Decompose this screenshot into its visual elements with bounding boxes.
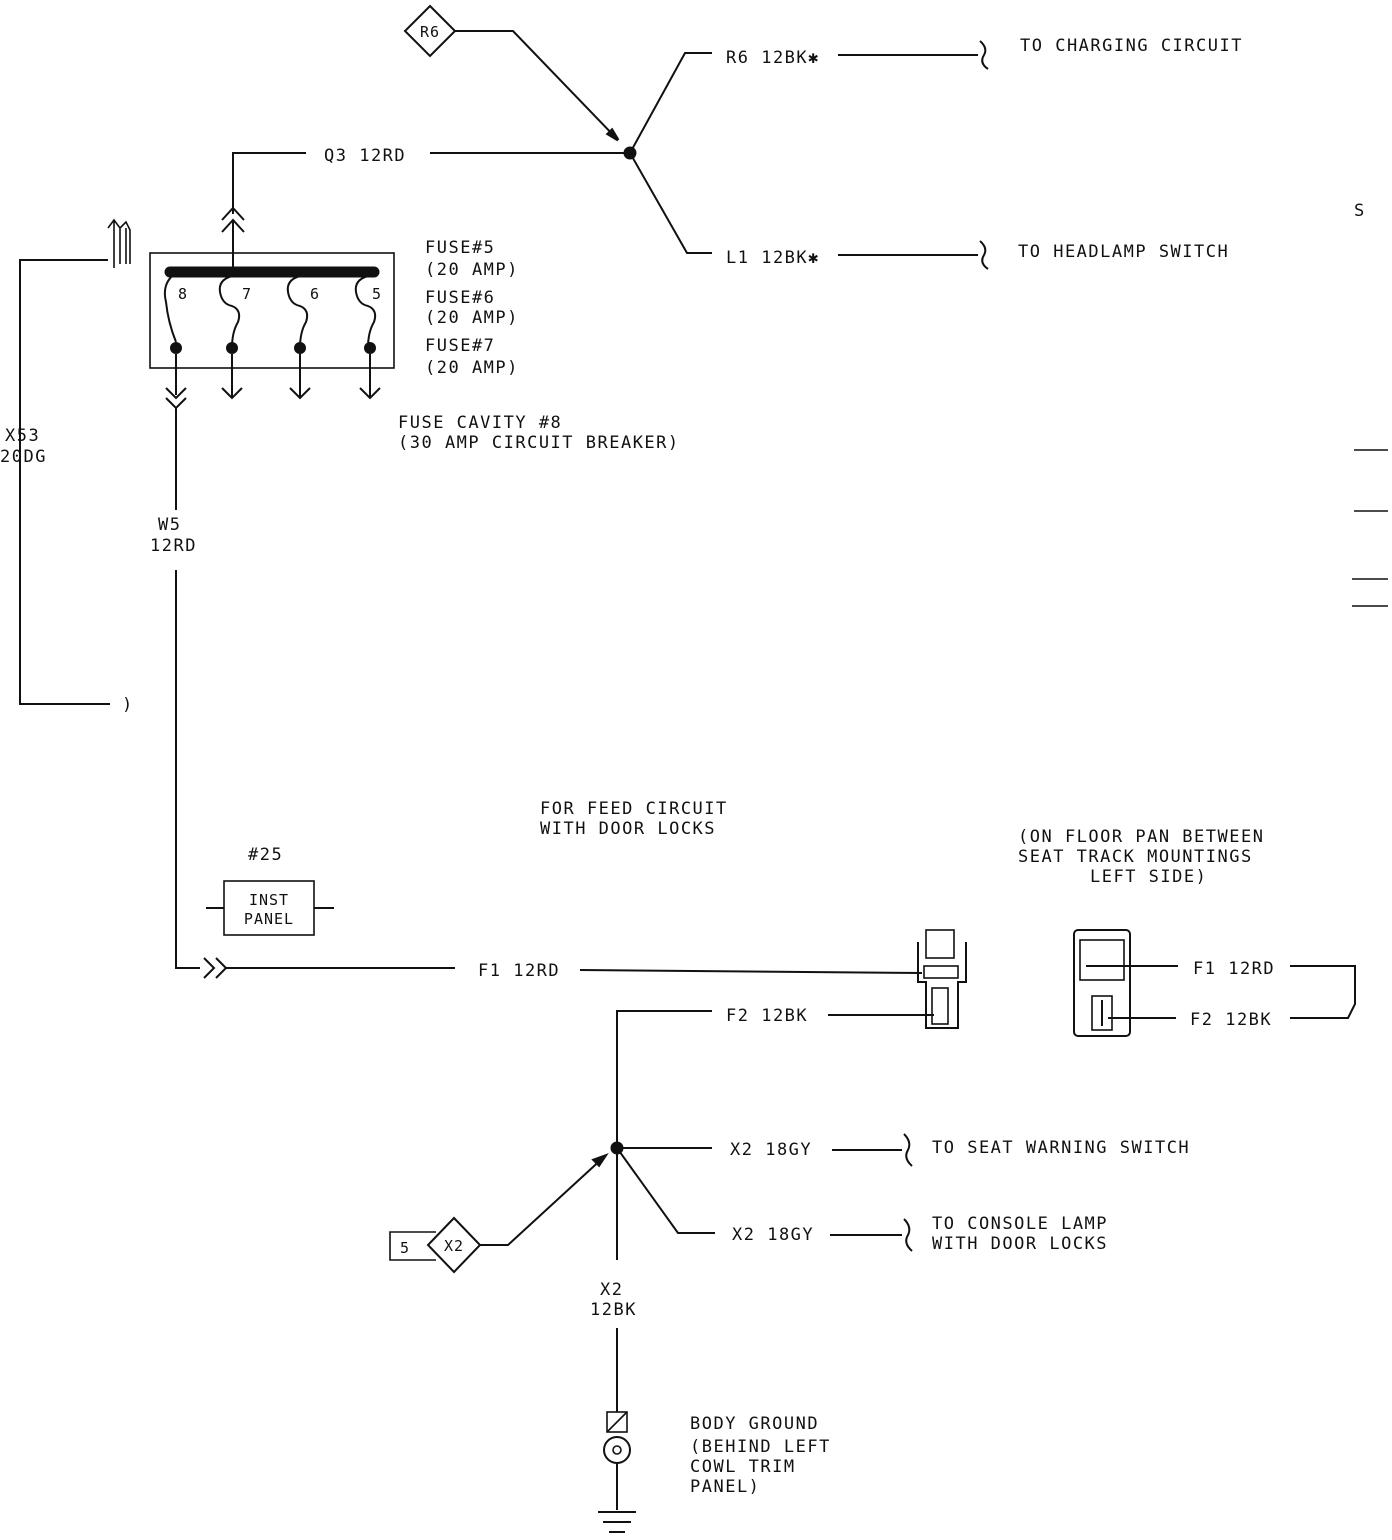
r6-splice-diamond: R6 [403,4,457,58]
x53-connector [107,218,131,268]
x53-wire [19,259,110,705]
x2-console-continue-symbol [903,1218,913,1252]
x2-seat-continue-symbol [903,1133,913,1167]
floor-pan-connector [1073,929,1131,1037]
x2-console-wire-label: X2 18GY [732,1225,814,1245]
edge-text-fragment: S [1354,201,1366,221]
x2-input-wire [480,1155,606,1246]
body-ground-symbol [598,1411,636,1533]
f2-wire-label: F2 12BK [726,1006,808,1026]
connector-number: #25 [248,845,283,865]
fuse7-rating: (20 AMP) [425,358,519,378]
w5-wire-lower [175,570,200,969]
f1-connector-chevron-2 [215,957,228,979]
svg-text:7: 7 [242,285,252,303]
l1-wire-label: L1 12BK✱ [726,248,820,268]
x2-arrow-head [591,1153,609,1168]
svg-text:5: 5 [372,285,382,303]
f1-wire-right [579,969,923,974]
f1-right-wire-label: F1 12RD [1193,959,1275,979]
w5-wire-name: W5 [158,515,181,535]
ground-label-line4: PANEL) [690,1477,760,1497]
x2-seat-wire-label: X2 18GY [730,1140,812,1160]
floor-jumper-wire [1290,965,1356,1019]
charging-destination: TO CHARGING CIRCUIT [1020,36,1243,56]
fuse5-rating: (20 AMP) [425,260,519,280]
r6-wire-label: R6 12BK✱ [726,48,820,68]
cavity8-label: FUSE CAVITY #8 [398,413,562,433]
r6-continue-symbol [979,40,989,70]
ground-label-line1: BODY GROUND [690,1414,819,1434]
q3-connector-chevron [221,206,245,221]
svg-text:8: 8 [178,285,188,303]
inst-panel-line2: PANEL [244,910,294,928]
feed-note-line2: WITH DOOR LOCKS [540,819,716,839]
x53-wire-name: X53 [5,426,40,446]
fuse7-label: FUSE#7 [425,336,495,356]
q3-left-wire [232,152,306,214]
floor-note-line3: LEFT SIDE) [1090,867,1207,887]
seat-switch-connector [917,929,967,1029]
floor-note-line2: SEAT TRACK MOUNTINGS [1018,847,1253,867]
console-destination-line1: TO CONSOLE LAMP [932,1214,1108,1234]
fuse7-arrow [221,387,243,400]
f2-right-wire-label: F2 12BK [1190,1010,1272,1030]
inst-panel-line1: INST [249,891,289,909]
floor-note-line1: (ON FLOOR PAN BETWEEN [1018,827,1264,847]
ground-label-line2: (BEHIND LEFT [690,1437,831,1457]
f1-connector-chevron [203,957,216,979]
l1-branch-wire [629,152,712,254]
f1-wire-label: F1 12RD [478,961,560,981]
x2-splice-label: X2 [444,1237,464,1255]
fuse-cavity-5: 5 [354,275,382,354]
l1-continue-symbol [979,240,989,270]
ground-label-line3: COWL TRIM [690,1457,796,1477]
fuse6-arrow [289,387,311,400]
x2-splice-page: 5 [400,1239,410,1257]
fuse-block [149,252,395,369]
fuse6-rating: (20 AMP) [425,308,519,328]
w5-wire-gauge: 12RD [150,536,197,556]
fuse-cavity-8: 8 [163,275,188,354]
fuse5-arrow [359,387,381,400]
console-destination-line2: WITH DOOR LOCKS [932,1234,1108,1254]
x53-wire-gauge: 20DG [0,447,47,467]
f2-wire-down [616,1010,712,1260]
r6-splice-label: R6 [420,23,440,41]
fuse-cavity-6: 6 [286,275,320,354]
feed-note-line1: FOR FEED CIRCUIT [540,799,728,819]
x2-console-branch [616,1147,715,1234]
headlamp-destination: TO HEADLAMP SWITCH [1018,242,1229,262]
r6-input-wire [455,30,619,141]
cavity8-arrow [165,387,187,400]
seat-warning-destination: TO SEAT WARNING SWITCH [932,1138,1190,1158]
fuse5-label: FUSE#5 [425,238,495,258]
svg-text:6: 6 [310,285,320,303]
cavity8-rating: (30 AMP CIRCUIT BREAKER) [398,433,680,453]
x2-splice-reference: 5 X2 [389,1216,482,1274]
x53-stub: ) [122,695,134,715]
cavity8-arrow-2 [165,397,187,410]
q3-wire-label: Q3 12RD [324,146,406,166]
x2-ground-wire-name: X2 [600,1280,623,1300]
fuse-cavity-7: 7 [218,275,252,354]
r6-branch-wire [629,52,712,154]
fuse6-label: FUSE#6 [425,288,495,308]
r6-arrow-head [605,127,620,142]
x2-ground-wire-gauge: 12BK [590,1300,637,1320]
